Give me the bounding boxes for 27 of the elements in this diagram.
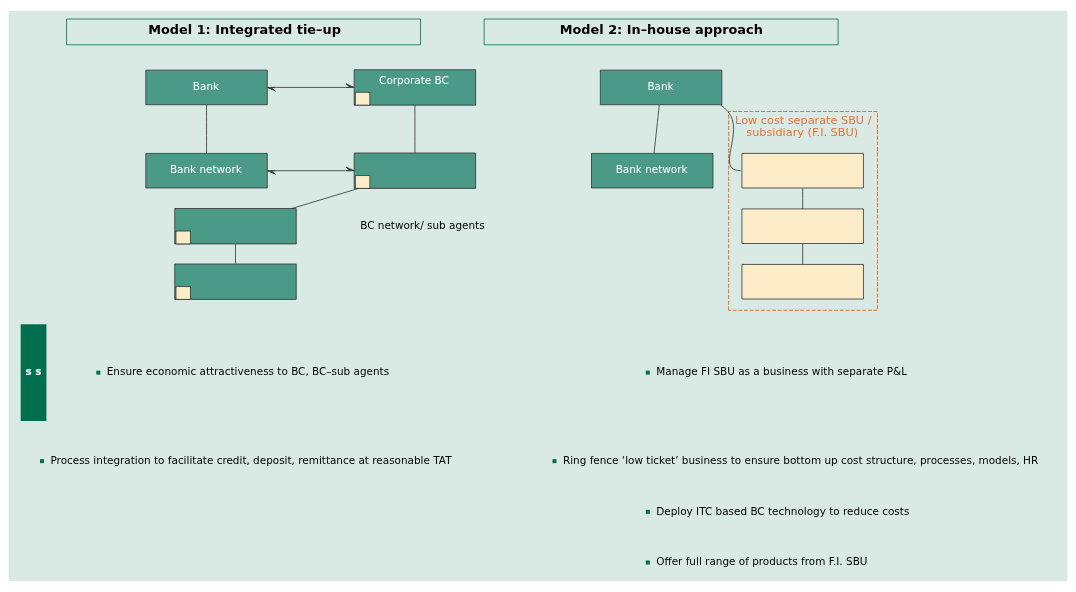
node-box: [741, 264, 864, 300]
label: Ensure economic attractiveness to BC, BC–sub agents: [106, 365, 390, 378]
node-box: Bank network: [145, 153, 268, 189]
connector: [802, 187, 804, 210]
label: Model 2: In–house approach: [559, 22, 763, 38]
node-box: Bank: [145, 69, 268, 106]
label: BC network/ sub agents: [360, 218, 485, 231]
label: Ring fence ‘low ticket’ business to ensure bottom up cost structure, processes, models, HR: [562, 453, 1039, 466]
cluster: Low cost separate SBU / subsidiary (F.I. SBU): [728, 111, 879, 311]
connector: [414, 104, 416, 154]
node-box: [741, 208, 864, 244]
node-box: [741, 153, 864, 189]
connector: [235, 243, 236, 265]
label: Process integration to facilitate credit, deposit, remittance at reasonable TAT: [50, 453, 452, 466]
label: Manage FI SBU as a business with separate P&L: [656, 365, 907, 378]
node-box: Bank: [599, 69, 723, 106]
connector: [653, 104, 660, 154]
connector: [206, 104, 207, 154]
label: s s: [25, 364, 42, 377]
connector: [291, 188, 360, 209]
arrow: [267, 166, 355, 175]
label: Model 1: Integrated tie–up: [148, 22, 341, 38]
arrow: [267, 83, 355, 92]
node-box: Bank network: [591, 153, 714, 189]
label: Deploy ITC based BC technology to reduce costs: [656, 504, 910, 517]
connector: [802, 243, 804, 265]
label: Offer full range of products from F.I. SBU: [656, 555, 868, 568]
